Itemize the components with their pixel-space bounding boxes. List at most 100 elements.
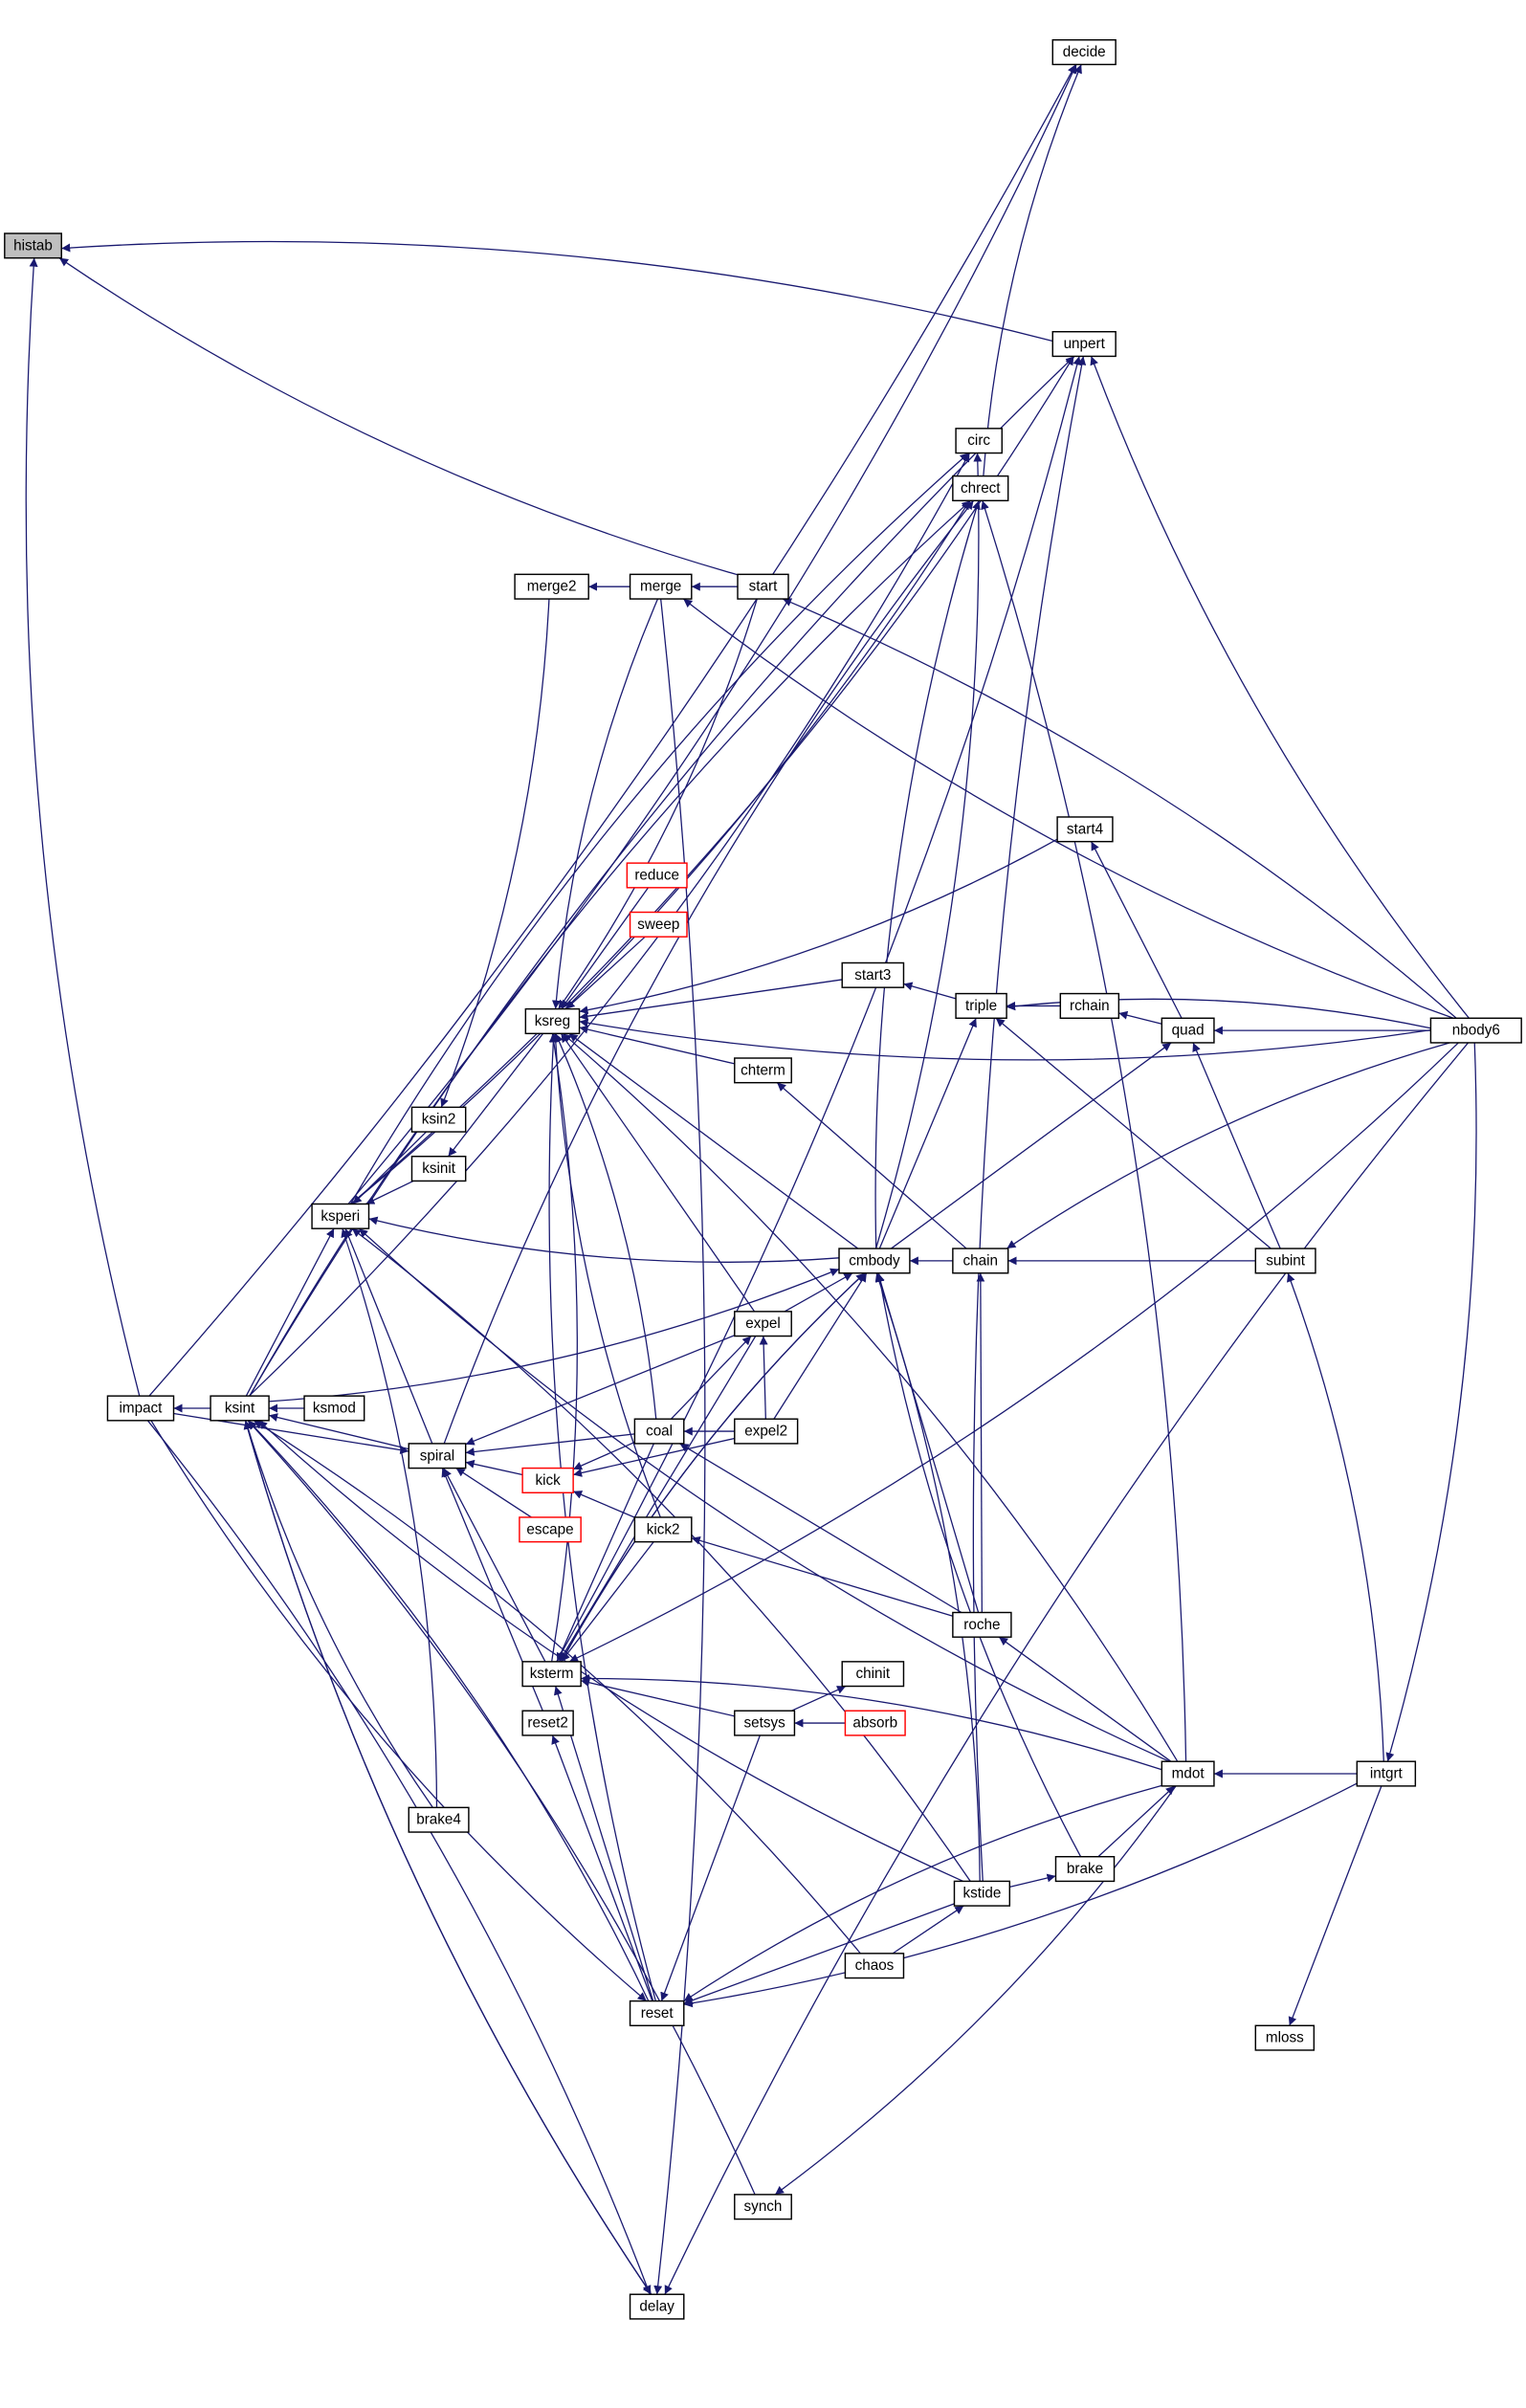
node-expel[interactable]: expel: [734, 1311, 792, 1337]
node-label: coal: [646, 1424, 673, 1440]
node-chaos[interactable]: chaos: [844, 1953, 905, 1979]
node-ksperi[interactable]: ksperi: [311, 1203, 370, 1229]
node-mdot[interactable]: mdot: [1161, 1760, 1215, 1787]
node-label: ksmod: [313, 1400, 356, 1416]
node-brake[interactable]: brake: [1054, 1856, 1116, 1883]
edge-impact-to-spiral: [173, 1412, 409, 1455]
node-start3[interactable]: start3: [841, 961, 905, 988]
node-ksreg[interactable]: ksreg: [524, 1007, 581, 1035]
node-setsys[interactable]: setsys: [734, 1710, 796, 1736]
edge-kstide-to-brake: [1009, 1873, 1056, 1888]
edge-mdot-to-chrect: [981, 500, 1187, 1762]
node-label: spiral: [420, 1447, 454, 1464]
edge-nbody6-to-ksreg: [579, 1018, 1431, 1061]
node-quad[interactable]: quad: [1161, 1017, 1215, 1044]
node-histab[interactable]: histab: [4, 232, 62, 259]
edge-ksin2-to-ksperi: [352, 1131, 427, 1204]
node-roche[interactable]: roche: [952, 1611, 1012, 1638]
node-circ[interactable]: circ: [955, 428, 1003, 454]
node-ksmod[interactable]: ksmod: [303, 1395, 365, 1422]
node-impact[interactable]: impact: [106, 1395, 175, 1422]
node-decide[interactable]: decide: [1051, 39, 1117, 66]
node-box: [408, 1443, 467, 1469]
node-label: setsys: [743, 1715, 785, 1732]
node-kick[interactable]: kick: [521, 1467, 574, 1494]
node-chinit[interactable]: chinit: [841, 1661, 905, 1688]
node-box: [1056, 816, 1114, 843]
node-chrect[interactable]: chrect: [952, 475, 1009, 502]
node-cmbody[interactable]: cmbody: [838, 1248, 911, 1274]
node-box: [953, 1880, 1011, 1907]
node-coal[interactable]: coal: [633, 1418, 685, 1445]
node-box: [1429, 1017, 1522, 1044]
node-chterm[interactable]: chterm: [734, 1057, 792, 1084]
node-kstide[interactable]: kstide: [953, 1880, 1011, 1907]
node-label: reduce: [634, 867, 679, 883]
node-merge[interactable]: merge: [629, 573, 693, 600]
node-box: [952, 1248, 1009, 1274]
node-box: [844, 1710, 906, 1736]
node-unpert[interactable]: unpert: [1051, 331, 1117, 358]
node-box: [629, 1999, 685, 2027]
node-box: [841, 1661, 905, 1688]
node-spiral[interactable]: spiral: [408, 1443, 467, 1469]
edge-kick2-to-ksterm: [561, 1541, 654, 1663]
node-box: [1161, 1017, 1215, 1044]
node-box: [952, 1611, 1012, 1638]
edge-synch-to-ksint: [247, 1420, 756, 2196]
node-merge2[interactable]: merge2: [514, 573, 589, 600]
node-nbody6[interactable]: nbody6: [1429, 1017, 1522, 1044]
edge-kstide-to-unpert: [972, 356, 1087, 1882]
node-sweep[interactable]: sweep: [629, 911, 688, 938]
node-absorb[interactable]: absorb: [844, 1710, 906, 1736]
node-mloss[interactable]: mloss: [1254, 2024, 1316, 2051]
node-label: ksint: [225, 1400, 255, 1416]
edge-cmbody-to-ksperi: [368, 1216, 840, 1263]
node-label: sweep: [637, 917, 679, 933]
node-escape[interactable]: escape: [519, 1516, 582, 1543]
node-label: unpert: [1064, 336, 1106, 352]
node-brake4[interactable]: brake4: [408, 1806, 470, 1833]
node-box: [524, 1007, 581, 1035]
node-reset[interactable]: reset: [629, 1999, 685, 2027]
edge-ksint-to-delay: [244, 1420, 652, 2295]
node-ksint[interactable]: ksint: [210, 1395, 270, 1422]
node-subint[interactable]: subint: [1254, 1248, 1316, 1274]
edge-brake4-to-ksint: [244, 1420, 433, 1808]
node-label: quad: [1172, 1023, 1205, 1039]
edge-reduce-to-ksreg: [561, 887, 649, 1010]
node-start4[interactable]: start4: [1056, 816, 1114, 843]
node-reduce[interactable]: reduce: [626, 862, 688, 889]
edge-roche-to-kick2: [691, 1535, 954, 1617]
node-label: brake: [1067, 1861, 1103, 1877]
node-box: [1254, 1248, 1316, 1274]
edge-start-to-histab: [58, 257, 739, 576]
edge-impact-to-delay: [146, 1420, 652, 2295]
node-kick2[interactable]: kick2: [633, 1516, 693, 1543]
edge-roche-to-chain: [976, 1272, 985, 1613]
node-chain[interactable]: chain: [952, 1248, 1009, 1274]
node-ksterm[interactable]: ksterm: [521, 1661, 582, 1688]
node-label: nbody6: [1452, 1023, 1500, 1039]
node-label: chain: [963, 1252, 998, 1269]
node-rchain[interactable]: rchain: [1059, 992, 1120, 1019]
node-ksinit[interactable]: ksinit: [410, 1156, 467, 1182]
node-ksin2[interactable]: ksin2: [410, 1106, 467, 1133]
node-box: [303, 1395, 365, 1422]
node-intgrt[interactable]: intgrt: [1356, 1760, 1417, 1787]
edge-mdot-to-ksperi: [358, 1227, 1170, 1762]
node-delay[interactable]: delay: [629, 2293, 685, 2320]
node-box: [629, 2293, 685, 2320]
node-box: [734, 1057, 792, 1084]
edge-impact-to-decide: [148, 64, 1076, 1397]
node-reset2[interactable]: reset2: [521, 1710, 574, 1736]
node-triple[interactable]: triple: [955, 992, 1007, 1019]
edge-kstide-to-cmbody: [874, 1272, 981, 1882]
node-box: [838, 1248, 911, 1274]
node-expel2[interactable]: expel2: [734, 1418, 799, 1445]
node-box: [1051, 39, 1117, 66]
node-label: start4: [1067, 821, 1104, 837]
node-synch[interactable]: synch: [734, 2194, 792, 2220]
node-start[interactable]: start: [737, 573, 789, 600]
